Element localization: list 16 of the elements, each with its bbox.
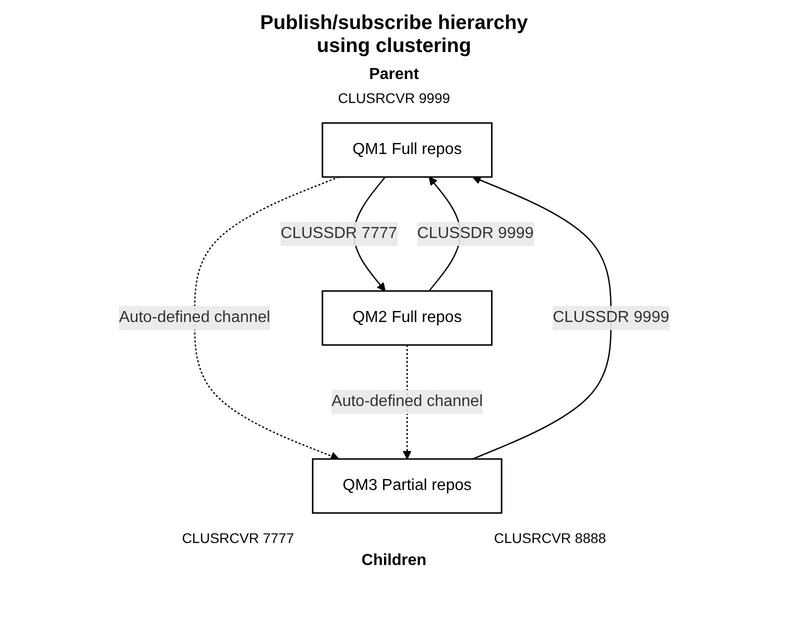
hierarchy-label: Children	[362, 552, 426, 570]
node-box: QM1 Full repos	[322, 122, 492, 178]
arrow	[472, 176, 612, 460]
node-box: QM2 Full repos	[322, 290, 492, 346]
hierarchy-label: Parent	[369, 66, 419, 84]
edge-label: Auto-defined channel	[118, 309, 270, 326]
channel-label: CLUSRCVR 8888	[494, 530, 606, 546]
channel-label: CLUSRCVR 9999	[338, 90, 450, 106]
edge-label: CLUSSDR 9999	[552, 309, 670, 326]
arrow	[194, 176, 340, 460]
edge-label: CLUSSDR 9999	[417, 225, 534, 242]
node-box: QM3 Partial repos	[312, 458, 502, 514]
diagram-title: Publish/subscribe hierarchy using clustering	[259, 12, 529, 58]
channel-label: CLUSRCVR 7777	[182, 530, 294, 546]
edge-label: Auto-defined channel	[331, 393, 483, 410]
edge-label: CLUSSDR 7777	[280, 225, 398, 242]
